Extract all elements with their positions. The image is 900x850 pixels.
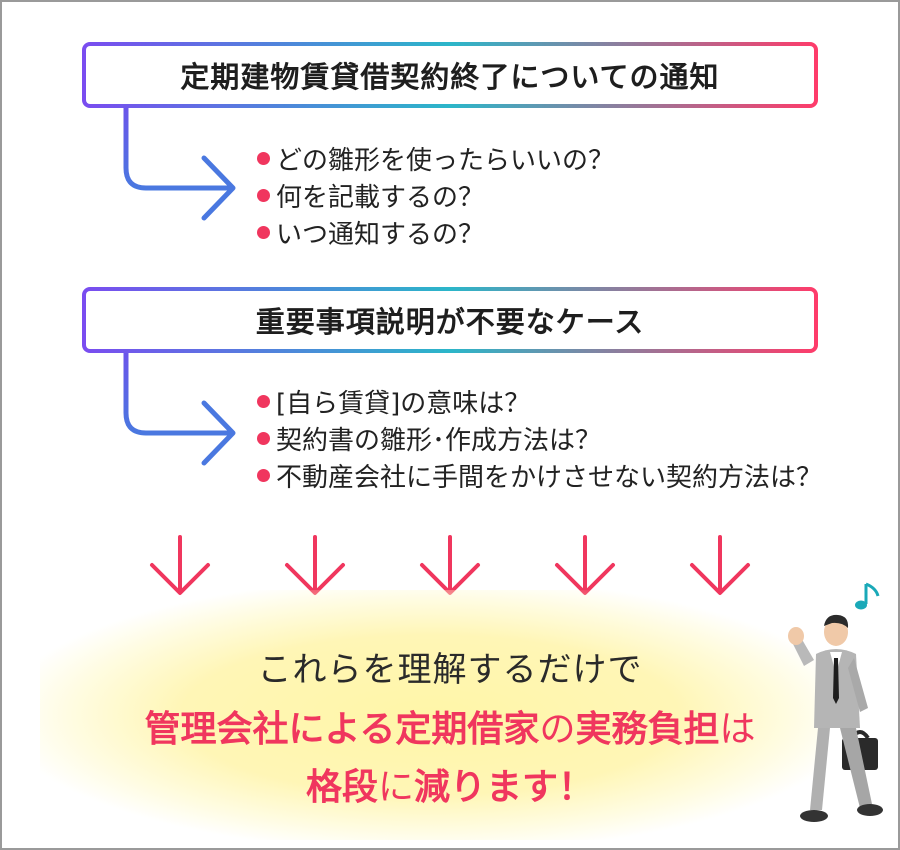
bullet-text: 何を記載するの？ [276,183,485,213]
bullet-dot-icon [257,432,270,445]
conclusion-particle: に [377,767,414,808]
conclusion-line1: これらを理解するだけで [257,650,643,690]
section2-bullet-list: [自ら賃貸]の意味は？ 契約書の雛形･作成方法は？ 不動産会社に手間をかけさせな… [257,383,822,494]
down-arrow-icon [420,535,480,595]
down-arrows-row [0,535,900,605]
conclusion-emphasis: 実務負担 [575,709,720,750]
music-note-icon [855,582,880,610]
down-arrow-icon [285,535,345,595]
highlight-glow [40,590,820,840]
list-item: どの雛形を使ったらいいの？ [257,140,614,177]
bullet-text: 不動産会社に手間をかけさせない契約方法は？ [276,463,823,493]
list-item: 不動産会社に手間をかけさせない契約方法は？ [257,457,822,494]
list-item: 契約書の雛形･作成方法は？ [257,420,822,457]
bullet-text: 契約書の雛形･作成方法は？ [276,426,602,456]
bullet-text: どの雛形を使ったらいいの？ [276,146,615,176]
bullet-text: いつ通知するの？ [276,220,485,250]
businessman-illustration [788,582,883,822]
section2-title-box: 重要事項説明が不要なケース [82,287,818,353]
bullet-dot-icon [257,189,270,202]
section1-title-box: 定期建物賃貸借契約終了についての通知 [82,42,818,108]
section1-bullet-list: どの雛形を使ったらいいの？ 何を記載するの？ いつ通知するの？ [257,140,614,251]
down-arrow-icon [555,535,615,595]
bullet-dot-icon [257,226,270,239]
section2-title: 重要事項説明が不要なケース [86,291,814,349]
conclusion-line2: 管理会社による定期借家の実務負担は [0,700,900,752]
down-arrow-icon [690,535,750,595]
list-item: 何を記載するの？ [257,177,614,214]
connector-arrow-icon [123,108,236,221]
bullet-dot-icon [257,469,270,482]
bullet-text: [自ら賃貸]の意味は？ [276,389,531,419]
conclusion-line3: 格段に減ります！ [0,758,900,810]
bullet-dot-icon [257,395,270,408]
list-item: いつ通知するの？ [257,214,614,251]
list-item: [自ら賃貸]の意味は？ [257,383,822,420]
conclusion-emphasis: 格段 [305,767,378,808]
down-arrow-icon [150,535,210,595]
conclusion-emphasis: 管理会社による定期借家 [144,709,540,750]
conclusion-emphasis: 減ります！ [414,767,595,808]
connector-arrow-icon [123,353,236,466]
conclusion-particle: の [539,709,576,750]
section1-title: 定期建物賃貸借契約終了についての通知 [86,46,814,104]
conclusion-particle: は [719,709,756,750]
bullet-dot-icon [257,152,270,165]
